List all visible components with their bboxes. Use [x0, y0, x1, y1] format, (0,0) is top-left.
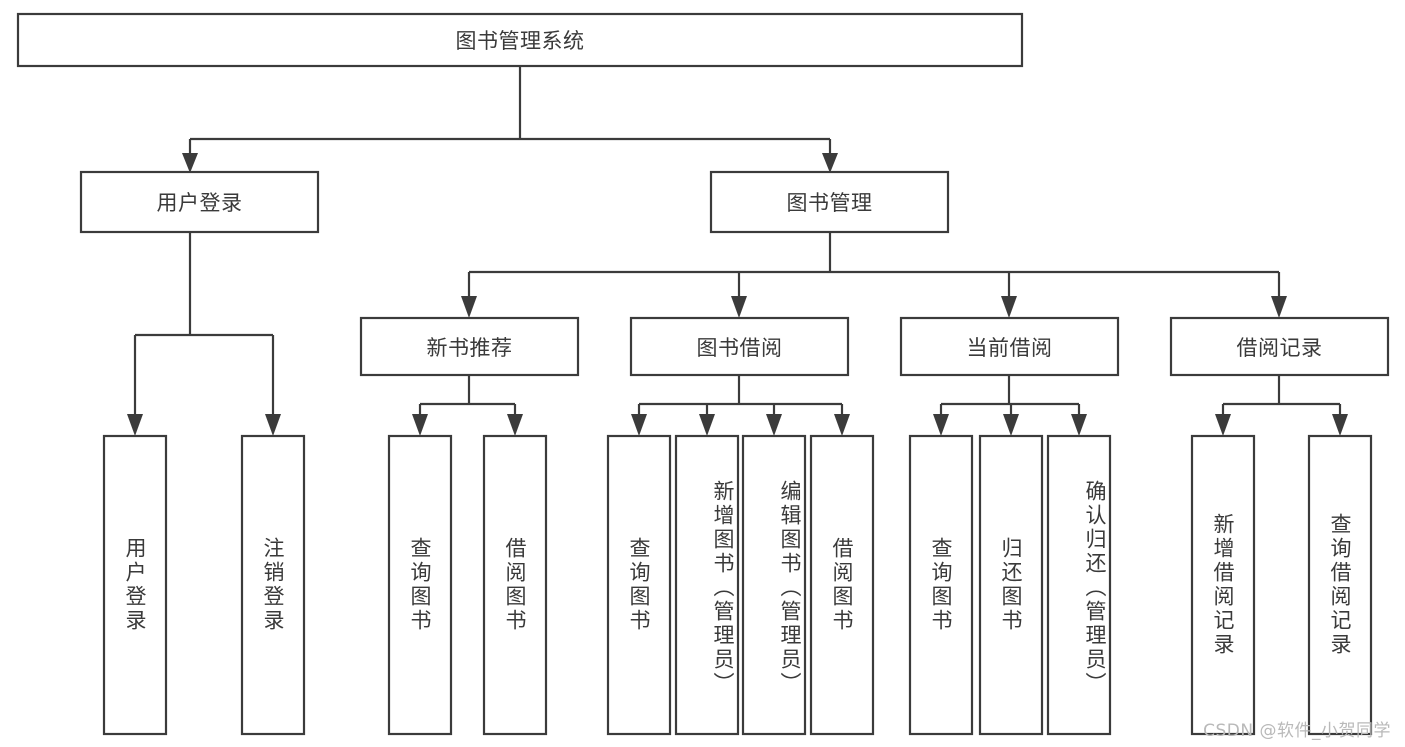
arrow-head-leaf-query-book-1	[412, 414, 428, 436]
arrow-head-book-manage	[822, 153, 838, 173]
node-leaf-query-book-1[interactable]	[387, 434, 453, 736]
node-current-borrow[interactable]	[899, 316, 1120, 377]
arrow-head-leaf-logout-login	[265, 414, 281, 436]
arrow-head-leaf-add-record	[1215, 414, 1231, 436]
arrow-head-leaf-user-login	[127, 414, 143, 436]
node-leaf-query-book-3[interactable]	[908, 434, 974, 736]
node-leaf-logout-login[interactable]	[240, 434, 306, 736]
arrow-head-leaf-query-book-2	[631, 414, 647, 436]
arrow-head-leaf-return-book	[1003, 414, 1019, 436]
node-layer	[16, 12, 1390, 736]
arrow-head-current-borrow	[1001, 296, 1017, 318]
arrow-head-leaf-borrow-book-1	[507, 414, 523, 436]
node-leaf-query-book-2[interactable]	[606, 434, 672, 736]
connector-layer	[127, 66, 1348, 436]
arrow-head-leaf-query-record	[1332, 414, 1348, 436]
arrow-head-leaf-query-book-3	[933, 414, 949, 436]
node-leaf-return-book[interactable]	[978, 434, 1044, 736]
arrow-head-leaf-confirm-return	[1071, 414, 1087, 436]
node-new-book-recommend[interactable]	[359, 316, 580, 377]
node-leaf-confirm-return[interactable]	[1046, 434, 1112, 736]
arrow-head-borrow-record	[1271, 296, 1287, 318]
node-leaf-borrow-book-1[interactable]	[482, 434, 548, 736]
node-borrow-record[interactable]	[1169, 316, 1390, 377]
node-root[interactable]	[16, 12, 1024, 68]
node-leaf-borrow-book-2[interactable]	[809, 434, 875, 736]
node-leaf-edit-book[interactable]	[741, 434, 807, 736]
node-book-borrow[interactable]	[629, 316, 850, 377]
arrow-head-leaf-edit-book	[766, 414, 782, 436]
node-user-login[interactable]	[79, 170, 320, 234]
node-leaf-user-login[interactable]	[102, 434, 168, 736]
arrow-head-leaf-borrow-book-2	[834, 414, 850, 436]
arrow-head-new-book-recommend	[461, 296, 477, 318]
node-book-manage[interactable]	[709, 170, 950, 234]
arrow-head-user-login	[182, 153, 198, 173]
csdn-watermark: CSDN @软件_小贺同学	[1203, 721, 1391, 741]
arrow-head-book-borrow	[731, 296, 747, 318]
arrow-head-leaf-add-book	[699, 414, 715, 436]
node-leaf-query-record[interactable]	[1307, 434, 1373, 736]
node-leaf-add-book[interactable]	[674, 434, 740, 736]
node-leaf-add-record[interactable]	[1190, 434, 1256, 736]
